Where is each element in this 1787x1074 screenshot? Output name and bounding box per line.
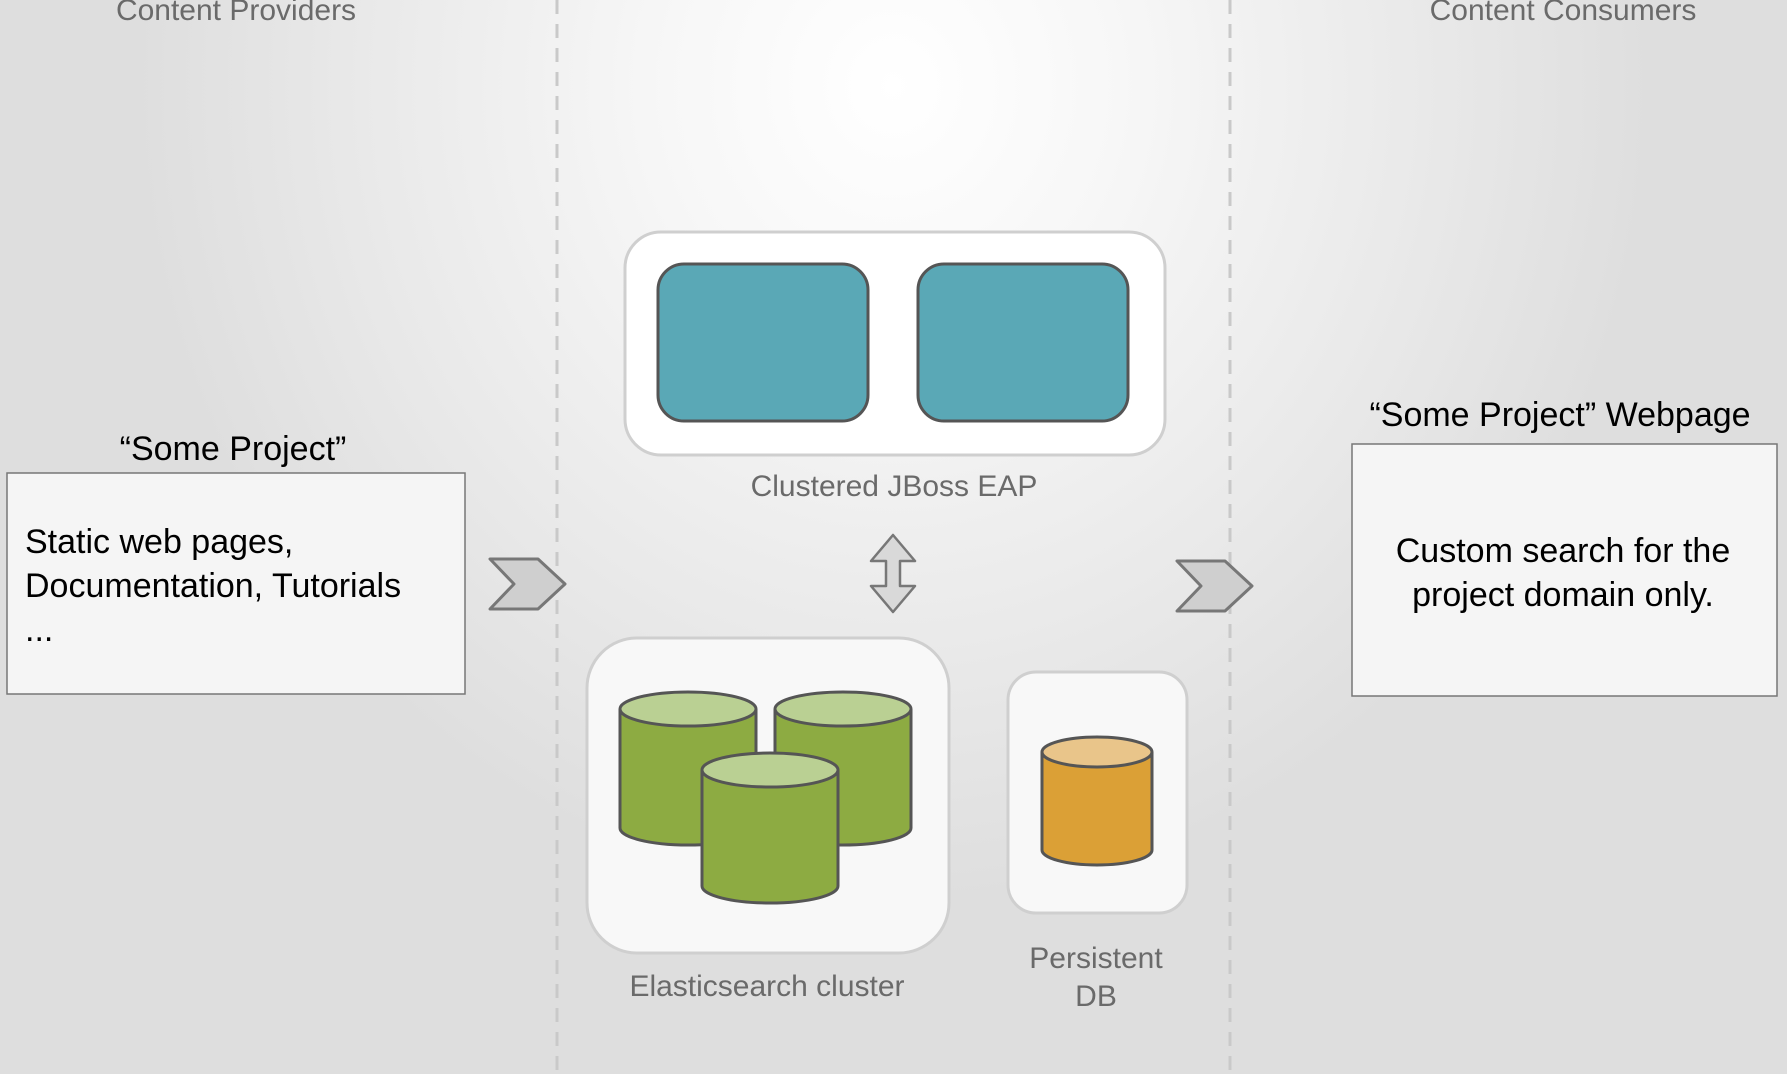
jboss-node-1 — [656, 262, 870, 423]
left-content-line-1: Static web pages, — [25, 523, 293, 561]
right-content-line-1: Custom search for the — [1396, 532, 1730, 570]
right-content-box — [1351, 443, 1778, 697]
persistent-db-label-line-2: DB — [1075, 980, 1117, 1013]
es-node-3-database-icon — [700, 751, 840, 905]
elasticsearch-cluster-label: Elasticsearch cluster — [629, 970, 904, 1003]
content-providers-heading: Content Providers — [116, 0, 356, 27]
jboss-node-2 — [916, 262, 1130, 423]
left-content-line-2: Documentation, Tutorials — [25, 567, 401, 605]
left-content-line-3: ... — [25, 611, 53, 649]
right-panel-title: “Some Project” Webpage — [1369, 396, 1750, 434]
sync-double-arrow-icon — [869, 533, 917, 614]
content-consumers-heading: Content Consumers — [1430, 0, 1697, 27]
right-flow-chevron-icon — [1175, 559, 1254, 613]
left-flow-chevron-icon — [488, 557, 567, 611]
jboss-cluster-label: Clustered JBoss EAP — [751, 470, 1038, 503]
left-panel-title: “Some Project” — [120, 430, 347, 468]
persistent-db-label-line-1: Persistent — [1029, 942, 1163, 975]
right-content-line-2: project domain only. — [1412, 576, 1714, 614]
persistent-db-database-icon — [1040, 735, 1154, 867]
left-content-box — [6, 472, 466, 695]
